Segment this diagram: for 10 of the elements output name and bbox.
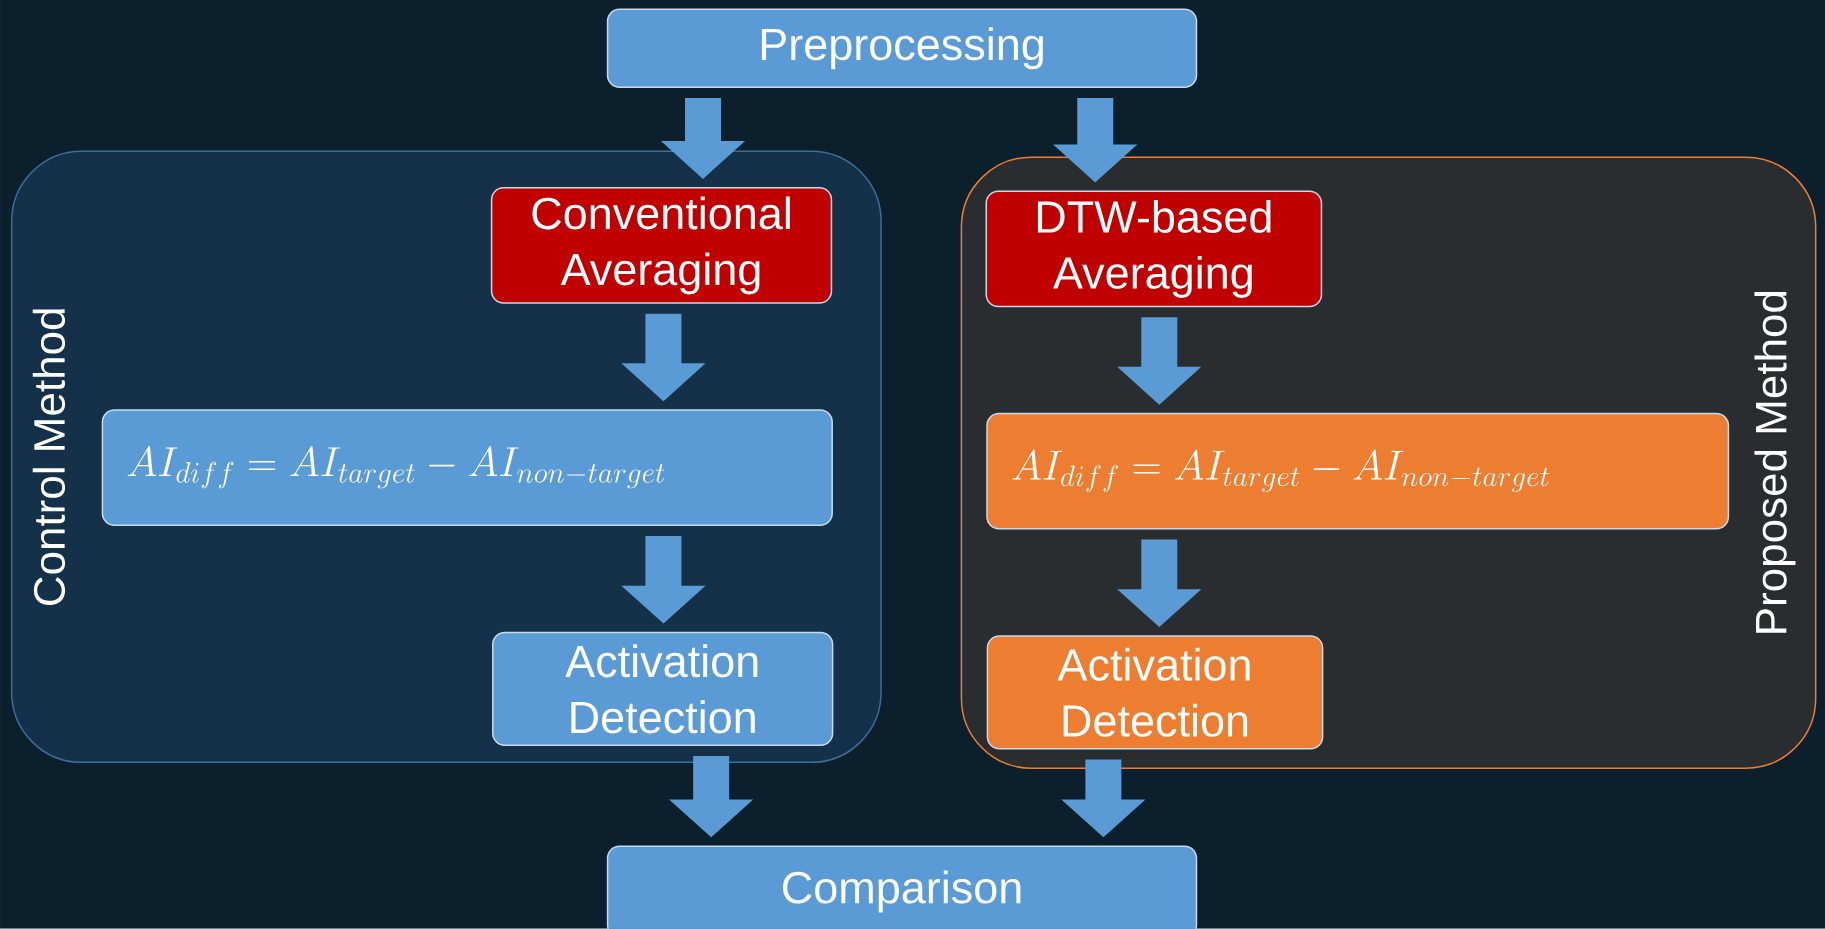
formula-box: $AI_{diff} = AI_{target} - AI_{non-target}$ bbox=[986, 412, 1730, 530]
panel-label: Control Method bbox=[32, 309, 66, 606]
process-box: Conventional Averaging bbox=[490, 187, 833, 304]
process-box: Comparison bbox=[606, 845, 1198, 929]
formula-box: $AI_{diff} = AI_{target} - AI_{non-target}$ bbox=[101, 409, 833, 527]
process-box: Activation Detection bbox=[492, 631, 834, 747]
process-box: Activation Detection bbox=[986, 635, 1324, 750]
panel-label: Proposed Method bbox=[1754, 292, 1796, 633]
process-box: DTW-based Averaging bbox=[985, 190, 1323, 308]
process-box: Preprocessing bbox=[606, 8, 1198, 89]
